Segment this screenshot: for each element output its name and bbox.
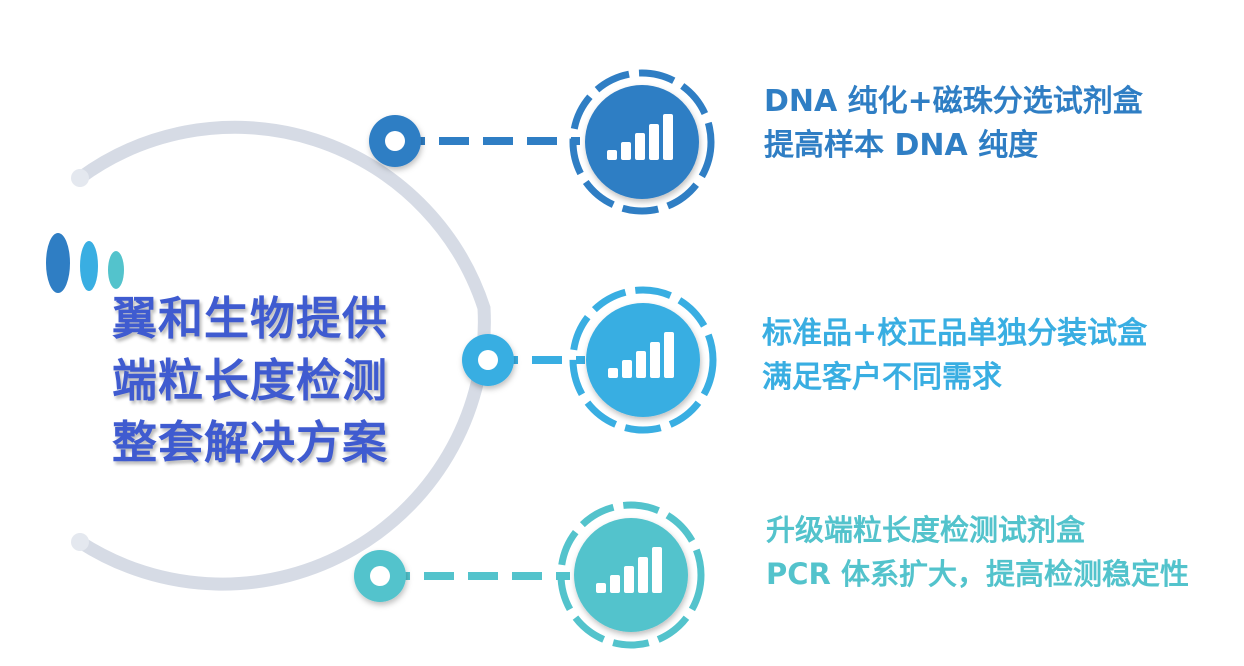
- title-line-3: 整套解决方案: [112, 416, 389, 469]
- item-3-line-1: 升级端粒长度检测试剂盒: [766, 513, 1086, 547]
- dashed-ring-2: [569, 286, 717, 434]
- item-2-line-2: 满足客户不同需求: [762, 360, 1002, 395]
- decor-oval-1: [46, 233, 70, 293]
- main-title: 翼和生物提供 端粒长度检测 整套解决方案: [112, 288, 412, 474]
- item-1-line-1: DNA 纯化+磁珠分选试剂盒: [764, 84, 1143, 119]
- item-2-line-1: 标准品+校正品单独分装试盒: [762, 316, 1148, 351]
- item-1-line-2: 提高样本 DNA 纯度: [764, 128, 1039, 163]
- signal-bars-icon: [607, 114, 673, 160]
- item-1-text: DNA 纯化+磁珠分选试剂盒 提高样本 DNA 纯度: [764, 80, 1143, 168]
- arc-end-top: [71, 169, 89, 187]
- decor-oval-2: [80, 241, 98, 291]
- node-1: [369, 69, 715, 215]
- signal-bars-icon: [596, 547, 662, 593]
- node-3: [354, 501, 705, 649]
- signal-bars-icon: [608, 332, 674, 378]
- node-2: [462, 286, 717, 434]
- title-line-1: 翼和生物提供: [112, 292, 389, 345]
- item-3-text: 升级端粒长度检测试剂盒 PCR 体系扩大，提高检测稳定性: [766, 508, 1189, 596]
- item-3-line-2: PCR 体系扩大，提高检测稳定性: [766, 557, 1189, 591]
- dashed-ring-1: [569, 69, 715, 215]
- dashed-ring-3: [557, 501, 705, 649]
- arc-end-bottom: [71, 533, 89, 551]
- title-line-2: 端粒长度检测: [112, 354, 389, 407]
- decor-oval-3: [108, 251, 124, 289]
- item-2-text: 标准品+校正品单独分装试盒 满足客户不同需求: [762, 312, 1147, 400]
